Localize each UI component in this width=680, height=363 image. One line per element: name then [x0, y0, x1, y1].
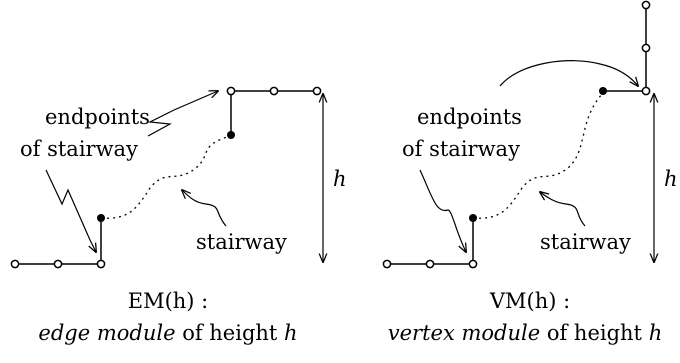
em-stairway-pointer: [182, 190, 227, 227]
em-endpoints-label-line2: of stairway: [20, 137, 138, 161]
em-caption-rest: of height: [176, 321, 285, 345]
vm-vertex: [382, 259, 392, 269]
em-vertex: [53, 259, 63, 269]
vm-caption-rest: of height: [540, 321, 649, 345]
em-vertex: [96, 259, 106, 269]
em-stairway-label: stairway: [196, 230, 287, 254]
em-vertex: [312, 86, 322, 96]
em-vertex: [10, 259, 20, 269]
vertex-module-panel: h endpoints of stairway stairway VM(h) :…: [382, 0, 678, 345]
em-vertex: [269, 86, 279, 96]
vm-endpoint-pointer-bottom: [419, 169, 466, 252]
vm-vertex: [641, 86, 651, 96]
vm-stairway-endpoint-high: [599, 87, 607, 95]
vm-vertex: [468, 259, 478, 269]
em-vertex: [226, 86, 236, 96]
vm-endpoints-label-line2: of stairway: [402, 137, 520, 161]
em-stairway-endpoint-high: [227, 131, 235, 139]
em-endpoint-pointer-bottom: [45, 169, 96, 252]
vm-caption-italic: vertex module: [388, 321, 540, 345]
em-endpoint-pointer-top: [147, 91, 218, 137]
vm-stairway-pointer: [540, 192, 586, 227]
edge-module-panel: h endpoints of stairway stairway EM(h) :…: [10, 86, 347, 345]
em-caption-var: h: [284, 321, 298, 345]
vm-vertex: [641, 0, 651, 10]
em-endpoints-label-line1: endpoints: [45, 105, 150, 129]
em-caption-italic: edge module: [38, 321, 175, 345]
em-stairway-curve: [100, 135, 231, 219]
vm-stairway-curve: [472, 93, 603, 219]
vm-endpoints-label-line1: endpoints: [417, 105, 522, 129]
vm-endpoint-pointer-top: [499, 60, 638, 86]
vm-height-label: h: [664, 167, 678, 191]
em-caption-description: edge module of height h: [38, 321, 297, 345]
vm-caption-description: vertex module of height h: [388, 321, 662, 345]
vm-vertex: [641, 43, 651, 53]
vm-vertex: [425, 259, 435, 269]
vm-caption-var: h: [649, 321, 663, 345]
vm-stairway-label: stairway: [540, 230, 631, 254]
em-caption-title: EM(h) :: [128, 289, 209, 313]
em-height-label: h: [333, 167, 347, 191]
vm-caption-title: VM(h) :: [489, 289, 570, 313]
